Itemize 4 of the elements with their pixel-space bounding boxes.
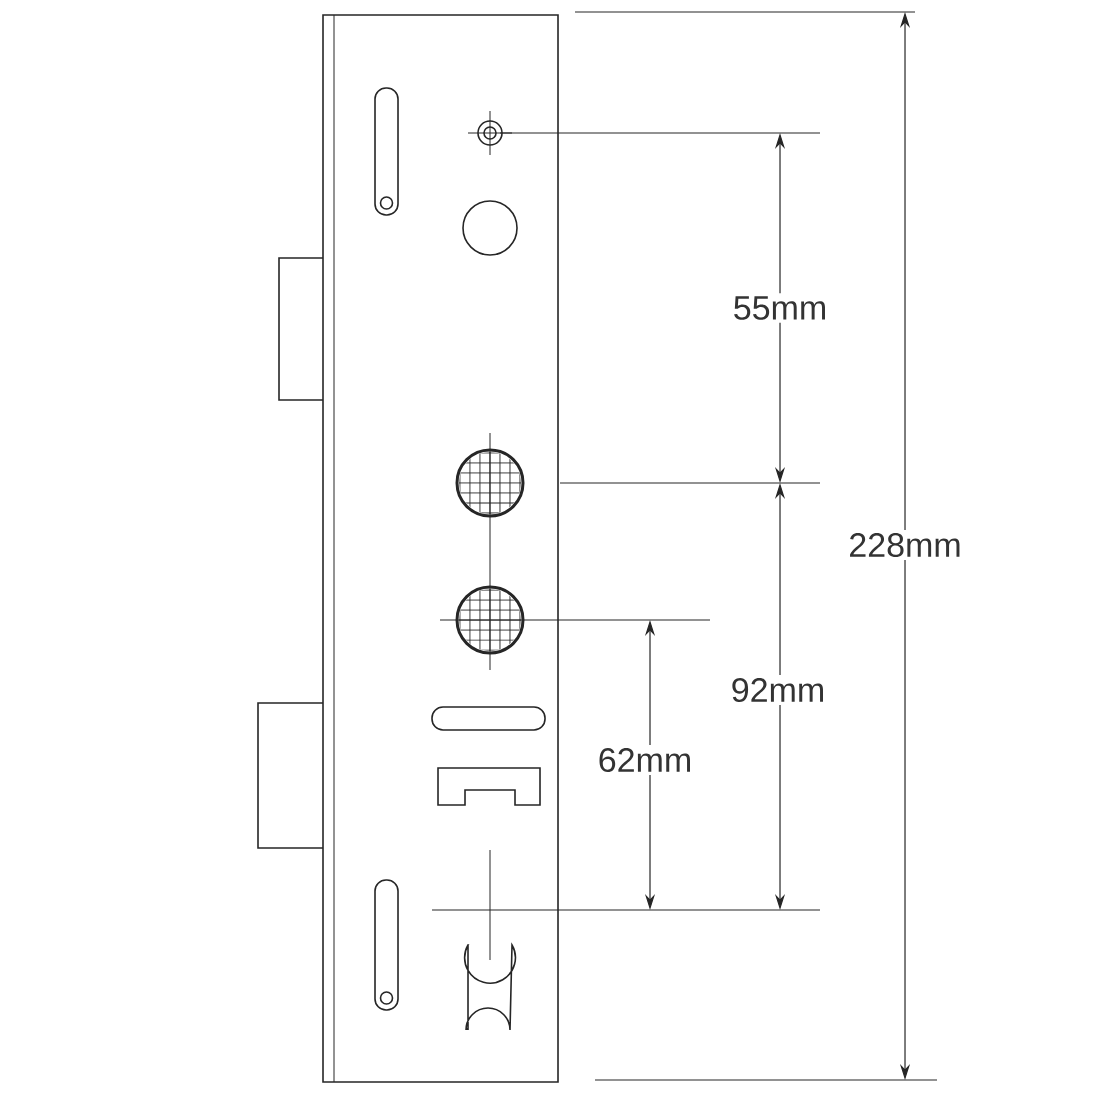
dimension-label: 62mm [594,744,696,776]
dimension-label: 92mm [727,674,829,706]
dimension-label: 228mm [845,529,965,561]
dimension-label: 55mm [729,293,831,323]
